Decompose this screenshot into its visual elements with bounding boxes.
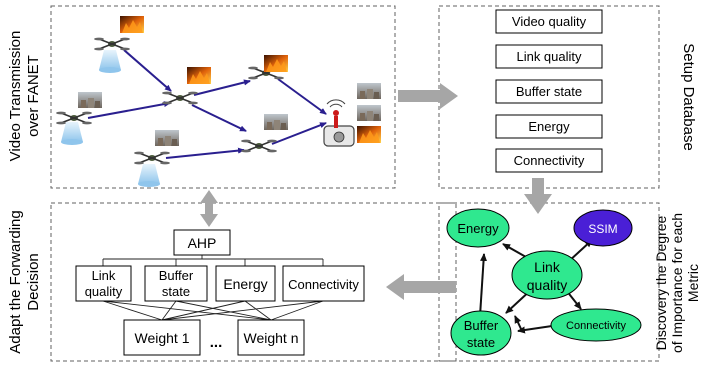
- coverage-cone-icon: [138, 164, 160, 187]
- weight-n-label: Weight n: [244, 330, 299, 346]
- city-scene-image: [155, 130, 179, 146]
- database-item-box: [495, 9, 603, 34]
- received-city-image: [357, 105, 381, 121]
- video-transmission-panel: [50, 5, 396, 189]
- node-link-quality: [511, 250, 583, 300]
- database-item-box: [495, 44, 603, 69]
- drone-icon: [133, 150, 171, 166]
- weight-ellipsis: ...: [210, 334, 223, 351]
- weight-box-1: [123, 319, 201, 356]
- criteria-buffer-state-line2: state: [162, 284, 190, 299]
- database-item-box: [495, 79, 603, 104]
- node-ssim: [573, 209, 633, 247]
- node-connectivity-label: Connectivity: [566, 320, 626, 332]
- node-ssim-label: SSIM: [588, 222, 617, 236]
- adapt-panel-label-line1: Adapt the Forwarding: [7, 210, 24, 353]
- ahp-root-box: [173, 229, 231, 256]
- database-item-box: [495, 114, 603, 139]
- city-scene-image: [78, 92, 102, 108]
- discovery-panel-label-line1: Discovery the Degree: [653, 215, 669, 350]
- discovery-panel-label-line3: Metric: [685, 264, 701, 302]
- flow-arrow-bidirectional: [200, 190, 218, 227]
- node-buffer-state-label-line2: state: [467, 335, 495, 350]
- flow-arrow-down: [524, 178, 552, 214]
- database-item-video-quality: Video quality: [512, 14, 587, 29]
- criteria-energy-label: Energy: [223, 276, 267, 292]
- discovery-panel-label-line2: of Importance for each: [669, 213, 685, 353]
- node-buffer-state-label-line1: Buffer: [464, 318, 499, 333]
- video-panel-label-line1: Video Transmission: [7, 31, 24, 162]
- criteria-box-connectivity: [282, 265, 365, 302]
- weight-box-n: [237, 319, 305, 356]
- database-item-link-quality: Link quality: [516, 49, 582, 64]
- criteria-buffer-state-line1: Buffer: [159, 268, 194, 283]
- fanet-network: [87, 49, 327, 159]
- ahp-root-label: AHP: [188, 235, 217, 251]
- coverage-cone-icon: [99, 50, 121, 73]
- criteria-box-energy: [215, 265, 276, 302]
- received-fire-image: [357, 126, 381, 143]
- adapt-panel-label-line2: Decision: [25, 253, 42, 311]
- fire-scene-image: [264, 55, 288, 72]
- ground-station-icon: [323, 99, 355, 147]
- criteria-box-buffer-state: [144, 265, 208, 302]
- setup-database-panel: [438, 5, 660, 189]
- fire-scene-image: [120, 16, 144, 33]
- criteria-link-quality-line2: quality: [85, 284, 123, 299]
- drone-icon: [93, 36, 131, 52]
- fire-scene-image: [187, 67, 211, 84]
- criteria-connectivity-label: Connectivity: [288, 277, 359, 292]
- node-connectivity: [550, 308, 642, 342]
- criteria-link-quality-line1: Link: [92, 268, 116, 283]
- criteria-box-link-quality: [75, 265, 132, 302]
- database-item-connectivity: Connectivity: [514, 153, 585, 168]
- database-list: Video quality Link quality Buffer state …: [495, 9, 603, 173]
- flow-arrow-right: [398, 83, 458, 109]
- node-link-quality-label-line1: Link: [534, 259, 561, 275]
- city-scene-image: [264, 114, 288, 130]
- coverage-cone-icon: [61, 122, 83, 145]
- database-item-box: [495, 148, 603, 173]
- database-item-buffer-state: Buffer state: [516, 84, 582, 99]
- drone-icon: [240, 138, 278, 154]
- node-link-quality-label-line2: quality: [527, 277, 567, 293]
- node-buffer-state: [450, 310, 512, 356]
- flow-arrow-left: [386, 274, 456, 300]
- received-city-image: [357, 83, 381, 99]
- database-item-energy: Energy: [528, 119, 570, 134]
- weight-1-label: Weight 1: [135, 330, 190, 346]
- node-energy: [446, 208, 510, 248]
- drone-icon: [161, 90, 199, 106]
- setup-panel-label: Setup Database: [680, 43, 697, 151]
- node-energy-label: Energy: [457, 221, 499, 236]
- video-panel-label-line2: over FANET: [25, 55, 42, 137]
- ahp-connector-lines: [102, 255, 324, 321]
